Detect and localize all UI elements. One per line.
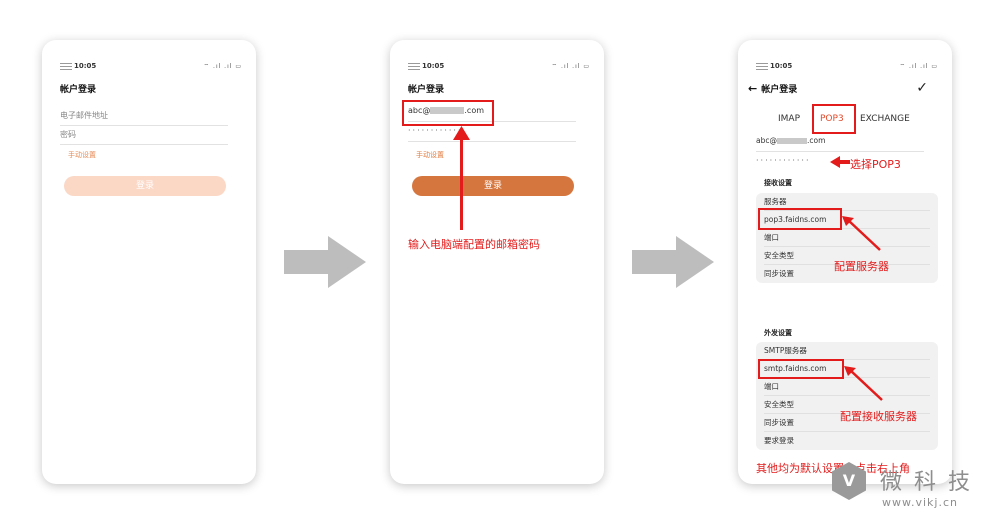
tab-exchange[interactable]: EXCHANGE <box>860 114 910 124</box>
incoming-sync-row[interactable]: 同步设置 <box>764 269 794 278</box>
password-field[interactable]: ············ <box>756 156 811 165</box>
arrow-head-icon <box>453 126 470 140</box>
password-field[interactable]: ············ <box>408 126 576 142</box>
email-prefix: abc@ <box>408 106 431 115</box>
password-field[interactable]: 密码 <box>60 129 228 145</box>
annotation-footer: 其他均为默认设置，点击右上角 <box>756 462 910 475</box>
highlight-box-outgoing <box>758 359 844 379</box>
step-arrow-icon <box>632 236 714 288</box>
outgoing-login-row[interactable]: 要求登录 <box>764 436 794 445</box>
step-arrow-icon <box>284 236 366 288</box>
manual-settings-link[interactable]: 手动设置 <box>68 151 96 159</box>
email-suffix: .com <box>806 136 826 145</box>
login-button[interactable]: 登录 <box>64 176 226 196</box>
status-bar: 10:05 ⌔ .ıl .ıl ▭ <box>60 62 242 74</box>
annotation-text: 输入电脑端配置的邮箱密码 <box>408 238 540 251</box>
status-bar: 10:05 ⌔ .ıl .ıl ▭ <box>408 62 590 74</box>
watermark: V 微科技 www.vikj.cn <box>832 460 992 520</box>
incoming-server-label: 服务器 <box>764 193 930 211</box>
phone-step3: 10:05 ⌔ .ıl .ıl ▭ ←帐户登录 ✓ IMAP POP3 EXCH… <box>738 40 952 484</box>
outgoing-section-label: 外发设置 <box>764 329 792 337</box>
incoming-port-row[interactable]: 端口 <box>764 229 930 247</box>
page-title-text: 帐户登录 <box>761 85 798 95</box>
annotation-incoming: 配置服务器 <box>834 260 889 273</box>
annotation-outgoing: 配置接收服务器 <box>840 410 917 423</box>
email-redacted <box>776 138 807 144</box>
incoming-section-label: 接收设置 <box>764 179 792 187</box>
incoming-server-field[interactable]: pop3.faidns.com <box>764 211 930 229</box>
carrier-icon <box>60 63 72 71</box>
outgoing-sync-row[interactable]: 同步设置 <box>764 414 930 432</box>
status-time: 10:05 <box>770 62 793 70</box>
outgoing-server-label: SMTP服务器 <box>764 342 930 360</box>
annotation-pop3: 选择POP3 <box>850 158 901 171</box>
carrier-icon <box>408 63 420 71</box>
incoming-security-row[interactable]: 安全类型 <box>764 247 930 265</box>
manual-settings-link[interactable]: 手动设置 <box>416 151 444 159</box>
outgoing-port-row[interactable]: 端口 <box>764 378 930 396</box>
system-icons: ⌔ .ıl .ıl ▭ <box>899 63 938 70</box>
status-time: 10:05 <box>74 62 97 70</box>
email-field[interactable]: abc@ .com <box>756 136 924 152</box>
annotation-arrow <box>460 138 463 230</box>
status-bar: 10:05 ⌔ .ıl .ıl ▭ <box>756 62 938 74</box>
system-icons: ⌔ .ıl .ıl ▭ <box>551 63 590 70</box>
outgoing-server-field[interactable]: smtp.faidns.com <box>764 360 930 378</box>
highlight-box <box>402 100 494 126</box>
status-time: 10:05 <box>422 62 445 70</box>
brand-logo-icon: V <box>832 462 866 500</box>
email-suffix: .com <box>464 106 485 115</box>
page-title: 帐户登录 <box>60 85 97 95</box>
phone-step1: 10:05 ⌔ .ıl .ıl ▭ 帐户登录 电子邮件地址 密码 手动设置 登录 <box>42 40 256 484</box>
email-field[interactable]: 电子邮件地址 <box>60 110 228 126</box>
confirm-check-icon[interactable]: ✓ <box>916 80 928 96</box>
watermark-url: www.vikj.cn <box>882 496 958 509</box>
outgoing-security-row[interactable]: 安全类型 <box>764 396 930 414</box>
arrow-left-icon <box>830 156 850 168</box>
carrier-icon <box>756 63 768 71</box>
protocol-tabs: IMAP POP3 EXCHANGE <box>756 112 938 132</box>
brand-logo-letter: V <box>842 471 856 490</box>
back-arrow-icon[interactable]: ← <box>748 82 758 95</box>
email-redacted <box>430 107 465 114</box>
arrow-diagonal-icon <box>844 366 883 401</box>
page-title: 帐户登录 <box>408 85 445 95</box>
login-button[interactable]: 登录 <box>412 176 574 196</box>
page-title: ←帐户登录 <box>748 82 797 95</box>
email-prefix: abc@ <box>756 136 777 145</box>
arrow-diagonal-icon <box>842 216 881 251</box>
highlight-box-pop3 <box>812 104 856 134</box>
highlight-box-incoming <box>758 208 842 230</box>
tab-imap[interactable]: IMAP <box>778 114 801 124</box>
watermark-title: 微科技 <box>880 470 983 495</box>
system-icons: ⌔ .ıl .ıl ▭ <box>203 63 242 70</box>
tab-pop3[interactable]: POP3 <box>820 114 844 124</box>
phone-step2: 10:05 ⌔ .ıl .ıl ▭ 帐户登录 abc@ .com ········… <box>390 40 604 484</box>
